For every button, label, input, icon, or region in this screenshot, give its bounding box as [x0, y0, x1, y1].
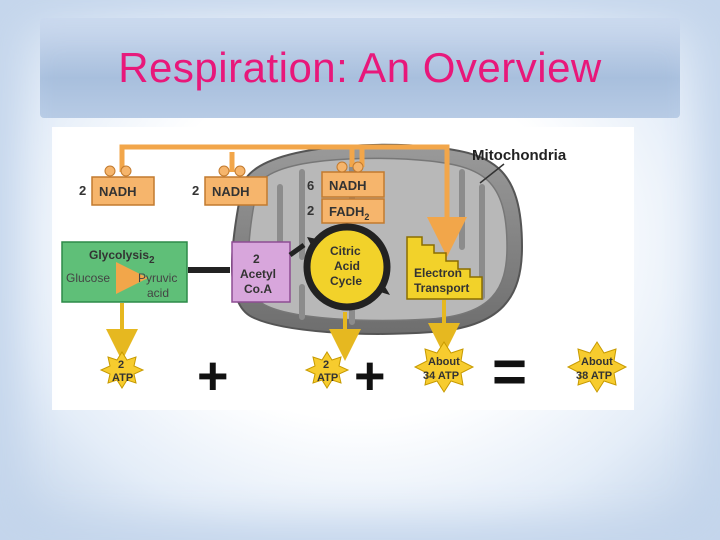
acetyl-to-cycle-arrow	[288, 242, 306, 258]
electron-transport-box: Electron Transport	[406, 236, 483, 300]
atp-output-arrows	[106, 300, 460, 361]
atp-transport-line2: 34 ATP	[423, 370, 459, 382]
acetyl-line3: Co.A	[244, 282, 272, 296]
citric-acid-cycle: Citric Acid Cycle	[303, 223, 391, 311]
glycolysis-title: Glycolysis2	[89, 248, 155, 266]
title-band	[40, 18, 680, 118]
cycle-line2: Acid	[334, 259, 360, 273]
atp-total-line1: About	[581, 356, 613, 368]
nadh-cycle-label: NADH	[329, 178, 367, 193]
atp-total-burst: About 38 ATP	[566, 341, 628, 393]
nadh-cycle-box: 6 NADH	[307, 161, 385, 198]
cycle-line1: Citric	[330, 244, 361, 258]
acetyl-coa-box: 2 Acetyl Co.A	[231, 241, 291, 303]
transport-line1: Electron	[414, 266, 462, 280]
nadh-acetyl-count: 2	[192, 183, 199, 198]
glycolysis-to-line1: Pyruvic	[138, 271, 177, 285]
nadh-acetyl-box: 2 NADH	[192, 165, 268, 206]
respiration-diagram: Mitochondria 2 NADH 2 NADH 6 NADH 2 FADH…	[52, 127, 634, 410]
atp-transport-burst: About 34 ATP	[413, 341, 475, 393]
fadh2-label-main: FADH	[329, 204, 364, 219]
glycolysis-from: Glucose	[66, 271, 110, 285]
atp-glycolysis-line2: ATP	[112, 372, 133, 384]
glycolysis-to-line2: acid	[147, 286, 169, 300]
nadh-cycle-count: 6	[307, 178, 314, 193]
glycolysis-title-main: Glycolysis	[89, 248, 149, 262]
acetyl-line2: Acetyl	[240, 267, 276, 281]
plus-sign-1: +	[197, 346, 229, 406]
nadh-glycolysis-label: NADH	[99, 184, 137, 199]
atp-cycle-line1: 2	[323, 359, 329, 371]
atp-glycolysis-burst: 2 ATP	[99, 351, 145, 389]
fadh2-label: FADH2	[329, 204, 369, 222]
diagram-canvas: Mitochondria 2 NADH 2 NADH 6 NADH 2 FADH…	[52, 127, 634, 410]
page-title: Respiration: An Overview	[118, 44, 602, 91]
atp-transport-line1: About	[428, 356, 460, 368]
atp-cycle-burst: 2 ATP	[304, 351, 350, 389]
acetyl-line1: 2	[253, 252, 260, 266]
fadh2-box: 2 FADH2	[307, 198, 385, 224]
glycolysis-box: Glycolysis2 Glucose Pyruvic acid	[61, 241, 188, 303]
nadh-acetyl-label: NADH	[212, 184, 250, 199]
atp-total-line2: 38 ATP	[576, 370, 612, 382]
mitochondria-label: Mitochondria	[472, 147, 567, 164]
equals-sign: =	[492, 338, 527, 405]
nadh-glycolysis-count: 2	[79, 183, 86, 198]
mitochondria-pointer	[479, 163, 505, 184]
glycolysis-subscript: 2	[149, 255, 155, 266]
plus-sign-2: +	[354, 346, 386, 406]
fadh2-count: 2	[307, 203, 314, 218]
transport-line2: Transport	[414, 281, 469, 295]
cycle-line3: Cycle	[330, 274, 362, 288]
nadh-glycolysis-box: 2 NADH	[79, 165, 155, 206]
atp-glycolysis-line1: 2	[118, 359, 124, 371]
atp-cycle-line2: ATP	[317, 372, 338, 384]
fadh2-subscript: 2	[364, 212, 369, 222]
